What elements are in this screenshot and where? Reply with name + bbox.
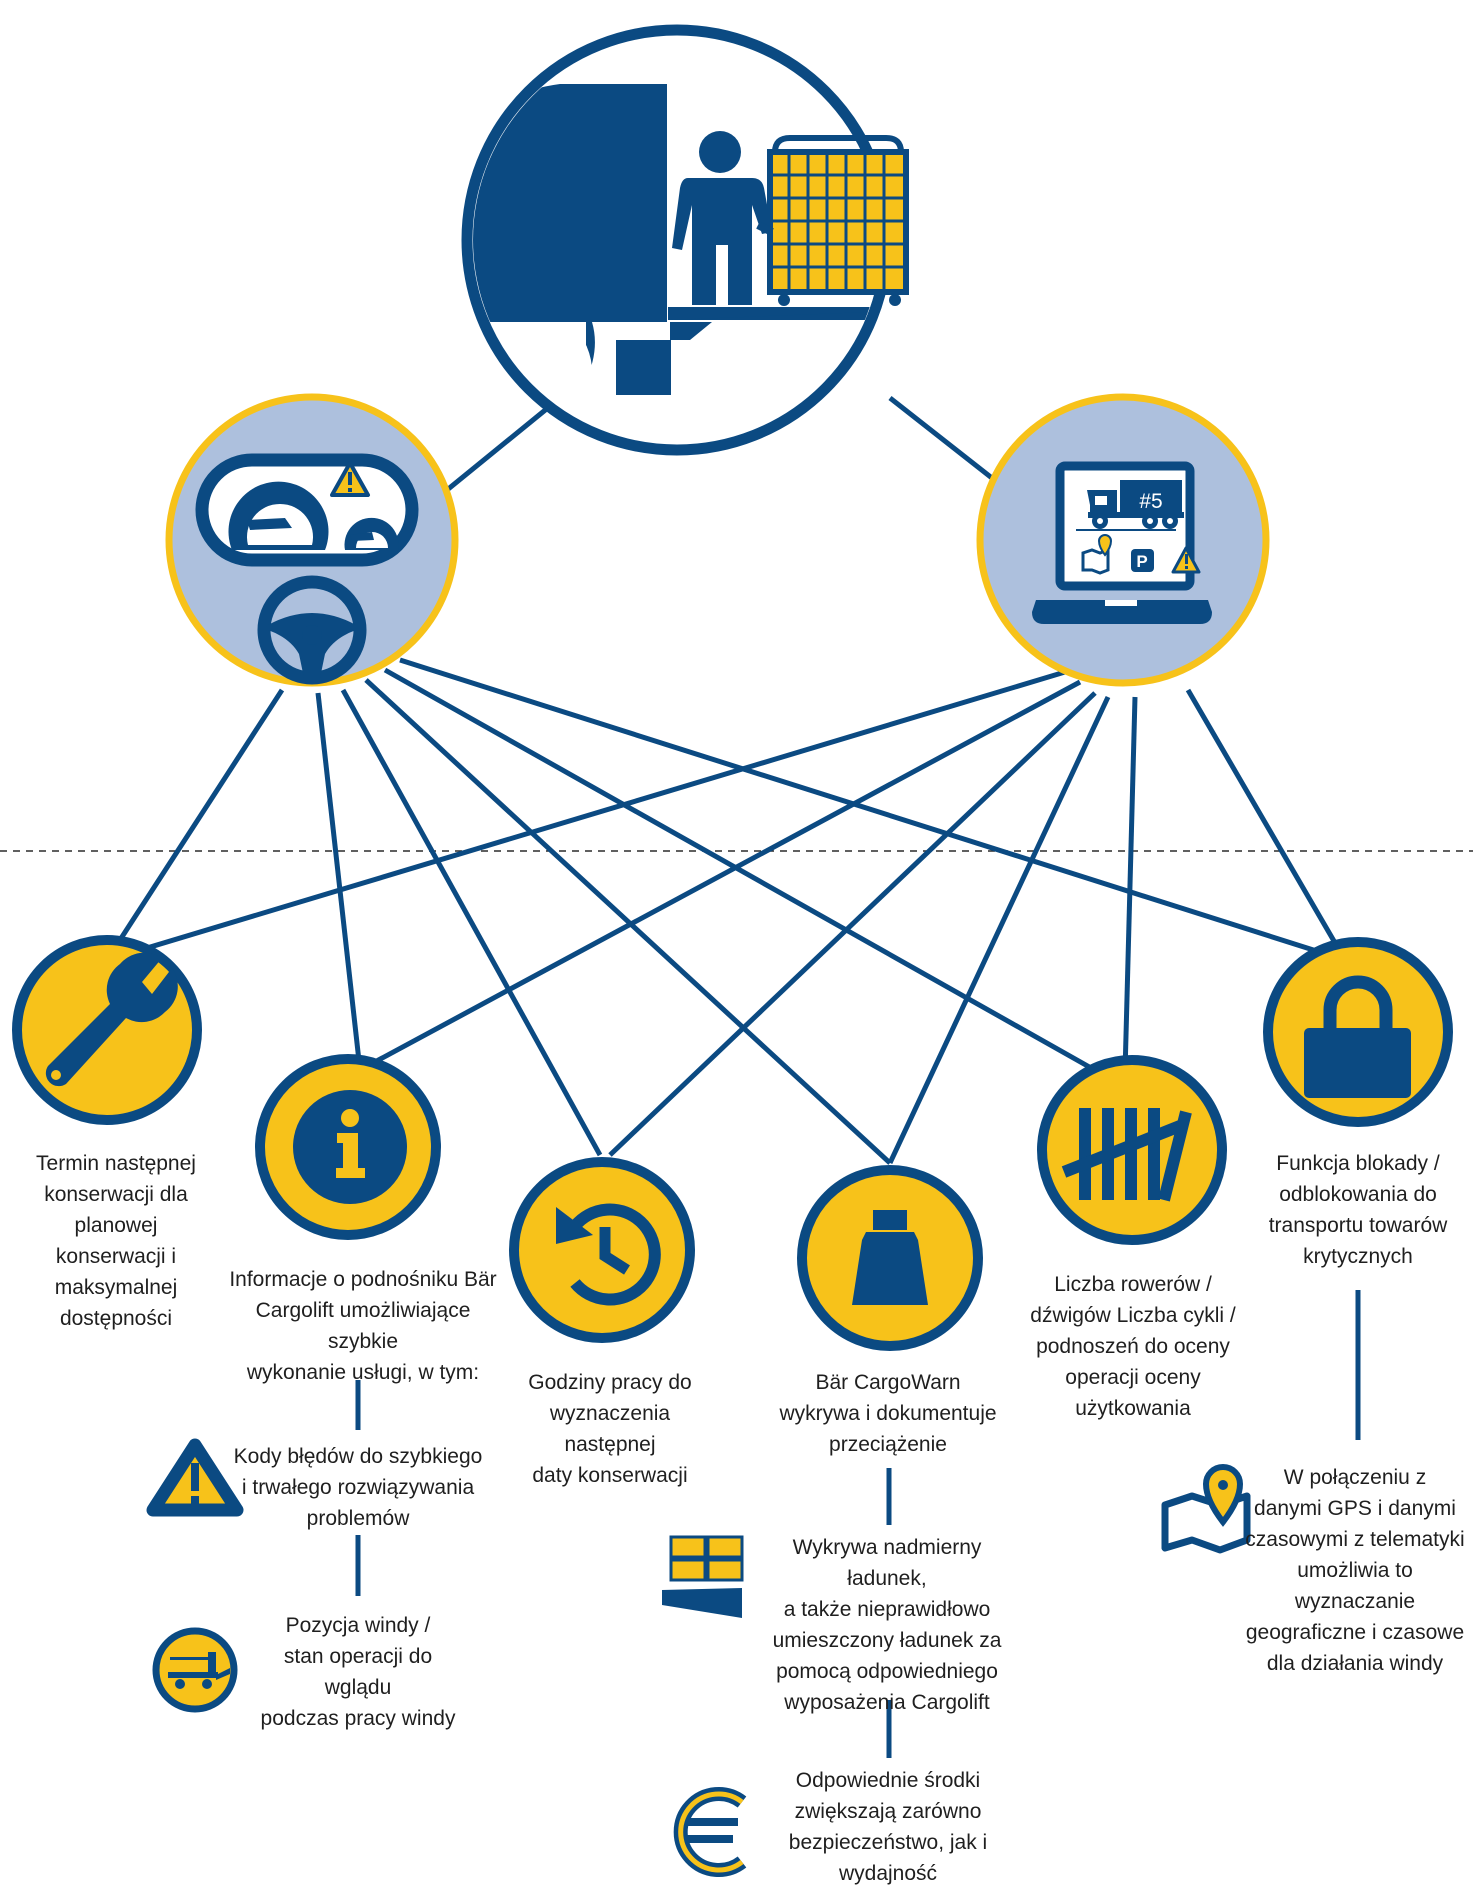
connector-telematics-cargowarn — [887, 695, 1111, 1165]
laptop-telematics-icon: #5 P — [976, 393, 1270, 687]
connector-telematics-cycles — [1122, 696, 1138, 1074]
connector-lines — [104, 657, 1348, 1165]
lift-trailer-icon — [152, 1627, 238, 1713]
feature-label-lock: Funkcja blokady / odblokowania do transp… — [1268, 1152, 1448, 1268]
connector-driver-cargowarn — [364, 678, 892, 1165]
connector-telematics-lock — [1185, 688, 1348, 962]
warning-icon — [146, 1438, 244, 1517]
connector-telematics-maintenance — [106, 669, 1066, 963]
connector-telematics-info — [358, 679, 1082, 1073]
connector-driver-lock — [399, 657, 1346, 963]
map-pin-icon — [1161, 1464, 1251, 1554]
feature-label-cargowarn: Bär CargoWarn wykrywa i dokumentuje prze… — [779, 1371, 997, 1456]
weight-icon — [797, 1165, 983, 1351]
connector-driver-info — [315, 692, 363, 1071]
detail-label-overload: Wykrywa nadmierny ładunek, a także niepr… — [772, 1536, 1002, 1714]
feature-label-maintenance: Termin następnej konserwacji dla planowe… — [36, 1152, 196, 1330]
feature-label-hours: Godziny pracy do wyznaczenia następnej d… — [528, 1371, 692, 1487]
detail-label-efficiency: Odpowiednie środki zwiększają zarówno be… — [788, 1769, 988, 1885]
detail-label-gps: W połączeniu z danymi GPS i danymi czaso… — [1245, 1466, 1465, 1675]
padlock-icon — [1263, 937, 1453, 1127]
tally-icon — [1037, 1055, 1227, 1245]
info-icon — [255, 1054, 441, 1240]
detail-label-error-codes: Kody błędów do szybkiego i trwałego rozw… — [233, 1445, 483, 1530]
feature-label-info: Informacje o podnośniku Bär Cargolift um… — [229, 1268, 497, 1384]
connector-telematics-hours — [608, 691, 1097, 1157]
dashboard-steering-wheel-icon — [165, 393, 459, 687]
euro-icon — [673, 1787, 747, 1877]
history-clock-icon — [509, 1157, 695, 1343]
connector-driver-hours — [340, 688, 603, 1157]
truck-tail-lift-icon — [461, 24, 909, 456]
connector-driver-maintenance — [104, 688, 285, 962]
truck-number-text: #5 — [1139, 490, 1162, 513]
detail-connectors — [355, 1290, 1361, 1758]
wrench-icon — [12, 935, 202, 1125]
feature-label-cycles: Liczba rowerów / dźwigów Liczba cykli / … — [1030, 1273, 1236, 1420]
load-grid-icon — [662, 1535, 744, 1618]
detail-label-lift-position: Pozycja windy / stan operacji do wglądu … — [260, 1614, 456, 1730]
parking-icon-letter: P — [1136, 552, 1147, 571]
connector-driver-cycles — [383, 667, 1102, 1076]
